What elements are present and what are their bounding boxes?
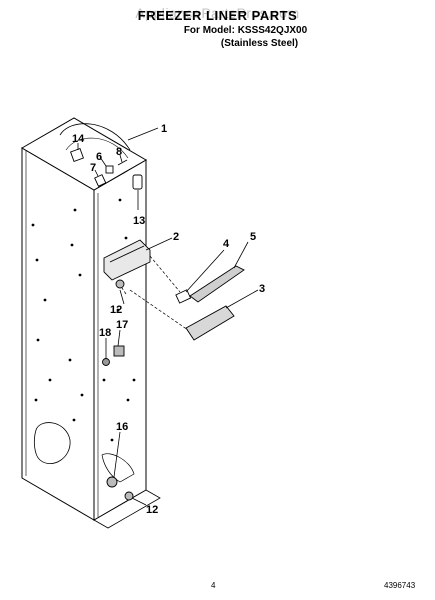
- part-5: [189, 265, 245, 303]
- callouts: 1 2 3 4 5 6 7 8 12 12 13 14 16 17 18: [72, 123, 265, 516]
- assembly-lines: [121, 255, 189, 331]
- page-number: 4: [211, 581, 216, 590]
- part-18: [102, 358, 110, 366]
- model-line: For Model: KSSS42QJX00: [183, 25, 308, 36]
- freezer-liner: [21, 117, 161, 529]
- watermark: AppliancePartsPros.com: [135, 5, 300, 21]
- part-12-top: [115, 279, 125, 289]
- callout-13: 13: [133, 215, 145, 227]
- part-13: [132, 174, 143, 190]
- part-2: [103, 239, 151, 281]
- part-4: [175, 289, 192, 304]
- document-number: 4396743: [384, 581, 416, 590]
- parts: [70, 148, 245, 501]
- callout-4: 4: [223, 238, 230, 250]
- callout-5: 5: [250, 231, 256, 243]
- part-3: [185, 305, 235, 341]
- part-14: [70, 148, 84, 162]
- callout-16: 16: [116, 421, 128, 433]
- part-16: [106, 476, 118, 488]
- callout-2: 2: [173, 231, 179, 243]
- callout-3: 3: [259, 283, 265, 295]
- part-7: [94, 174, 107, 187]
- leader-lines: [77, 127, 259, 506]
- callout-1: 1: [161, 123, 167, 135]
- finish-line: (Stainless Steel): [220, 38, 299, 49]
- callout-8: 8: [116, 146, 122, 158]
- callout-12-bottom: 12: [146, 504, 158, 516]
- callout-12-top: 12: [110, 304, 122, 316]
- page-title: FREEZER LINER PARTS: [137, 8, 298, 23]
- callout-17: 17: [116, 319, 128, 331]
- callout-14: 14: [72, 133, 85, 145]
- callout-18: 18: [99, 327, 111, 339]
- callout-6: 6: [96, 151, 102, 163]
- part-17: [113, 345, 125, 357]
- mounting-holes: [31, 198, 136, 442]
- part-12-bottom: [124, 491, 134, 501]
- callout-7: 7: [90, 162, 96, 174]
- part-6: [105, 165, 114, 174]
